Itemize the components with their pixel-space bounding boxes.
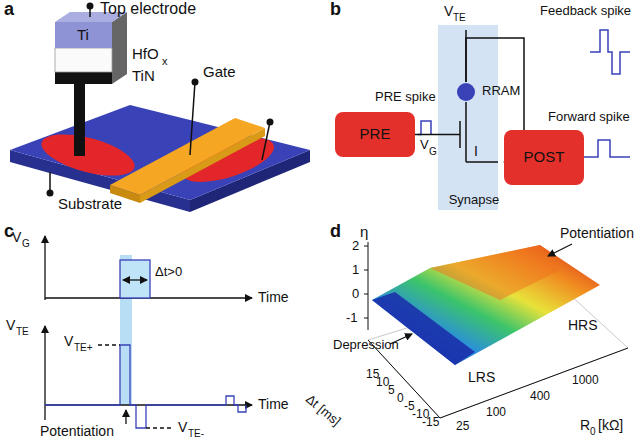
node-text: PRE [360, 126, 391, 143]
text-label: Time [258, 397, 289, 412]
neuron-box: POST [504, 130, 584, 185]
surface-plot [364, 242, 628, 418]
text-label: x [162, 55, 168, 67]
text-label: Potentiation [40, 424, 114, 439]
text-label: HRS [568, 318, 598, 333]
text-label: Time [258, 290, 289, 305]
synapse-band: Synapse RRAM [438, 25, 510, 210]
rram-symbol [456, 82, 476, 102]
text-label: V [12, 230, 21, 245]
wire-connector [415, 134, 438, 136]
text-label: Substrate [58, 196, 122, 213]
text-label: 0 [397, 392, 404, 405]
text-label: PRE spike [375, 90, 436, 104]
text-label: R [580, 418, 590, 433]
text-label: G [429, 146, 437, 157]
text-label: V [64, 334, 73, 349]
text-label: -15 [422, 416, 439, 429]
text-label: Forward spike [548, 110, 630, 124]
text-label: 400 [530, 390, 550, 403]
text-label: V [178, 420, 187, 435]
text-label: HfO [132, 46, 159, 63]
node-text: RRAM [482, 84, 520, 98]
text-label: 1 [352, 263, 359, 277]
text-label: 0 [590, 426, 596, 437]
text-label: a [4, 0, 14, 20]
circuit-drawing [418, 25, 630, 210]
current-label: I [474, 144, 478, 159]
text-label: Potentiation [560, 226, 634, 241]
wire-connector [466, 38, 524, 130]
text-label: Δt [ms] [303, 392, 343, 429]
text-label: b [330, 0, 341, 20]
text-label: TE+ [74, 342, 93, 353]
text-label: [kΩ] [598, 418, 623, 433]
text-label: 2 [352, 239, 359, 253]
text-label: G [22, 238, 30, 249]
text-label: LRS [468, 370, 495, 385]
text-label: V [6, 318, 15, 333]
text-label: Feedback spike [540, 4, 631, 18]
waveform-plot [45, 236, 252, 428]
node-text: POST [524, 149, 565, 166]
text-label: V [420, 138, 429, 152]
text-label: η [360, 224, 368, 241]
text-label: 1000 [572, 374, 599, 387]
text-label: TE- [188, 428, 204, 439]
text-label: 100 [486, 406, 506, 419]
text-label: -1 [346, 311, 358, 325]
text-label: 25 [456, 420, 469, 433]
text-label: Gate [203, 64, 236, 81]
text-label: TiN [132, 68, 155, 85]
device-drawing [10, 3, 310, 213]
text-label: Top electrode [100, 0, 196, 18]
neuron-box: PRE [335, 112, 415, 157]
text-label: TE [453, 12, 466, 23]
text-label: TE [16, 326, 29, 337]
text-label: V [444, 4, 453, 19]
text-label: Ti [77, 27, 89, 44]
text-label: 5 [388, 384, 395, 397]
text-label: Δt>0 [155, 265, 182, 279]
text-label: d [330, 222, 341, 242]
text-label: 10 [376, 376, 389, 389]
node-text: Synapse [438, 193, 510, 207]
rram-circle: RRAM [456, 82, 476, 102]
text-label: Depression [333, 338, 399, 352]
text-label: 0 [352, 287, 359, 301]
